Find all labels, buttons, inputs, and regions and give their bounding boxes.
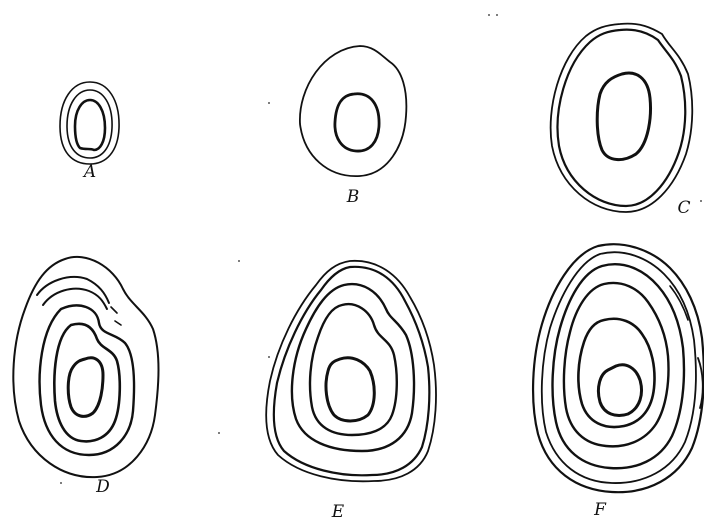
- speck: [700, 200, 702, 202]
- ring: [300, 46, 406, 176]
- figure-b-label: B: [347, 187, 360, 207]
- nucleus: [335, 94, 379, 151]
- figure-e: E: [260, 255, 445, 485]
- arc-upper: [670, 286, 688, 320]
- figure-a-rings: [40, 70, 150, 170]
- ring-5: [578, 319, 654, 427]
- ring-outer: [266, 261, 436, 481]
- speck: [496, 14, 498, 16]
- figure-f-label: F: [594, 500, 606, 520]
- figure-d-label: D: [96, 477, 110, 497]
- speck: [268, 356, 270, 358]
- nucleus: [326, 358, 374, 421]
- ring-outer: [551, 24, 693, 212]
- figure-b: B: [290, 38, 420, 188]
- figure-d-rings: [5, 245, 170, 495]
- speck: [60, 482, 62, 484]
- ring: [60, 82, 119, 164]
- figure-c-rings: [540, 18, 700, 218]
- figure-c-label: C: [677, 198, 690, 218]
- figure-c: C: [540, 18, 700, 218]
- nucleus: [75, 100, 105, 150]
- speck: [268, 102, 270, 104]
- ring-inner: [310, 304, 397, 435]
- figure-e-label: E: [332, 502, 344, 522]
- figure-b-rings: [290, 38, 420, 188]
- figure-e-rings: [260, 255, 445, 485]
- ring-right-fragment: [698, 358, 703, 408]
- nucleus: [68, 358, 103, 417]
- arc-upper-3: [111, 307, 121, 325]
- nucleus: [597, 73, 650, 160]
- speck: [488, 14, 490, 16]
- figure-f-rings: [528, 238, 704, 498]
- speck: [218, 432, 220, 434]
- nucleus: [598, 365, 641, 416]
- figure-d: D: [5, 245, 170, 495]
- figure-a-label: A: [84, 162, 96, 182]
- figure-f: F: [528, 238, 704, 498]
- figure-a: A: [40, 70, 150, 170]
- ring-inner: [54, 324, 119, 442]
- ring-outer-inner: [558, 30, 686, 206]
- ring-outer-inner: [274, 267, 430, 475]
- speck: [238, 260, 240, 262]
